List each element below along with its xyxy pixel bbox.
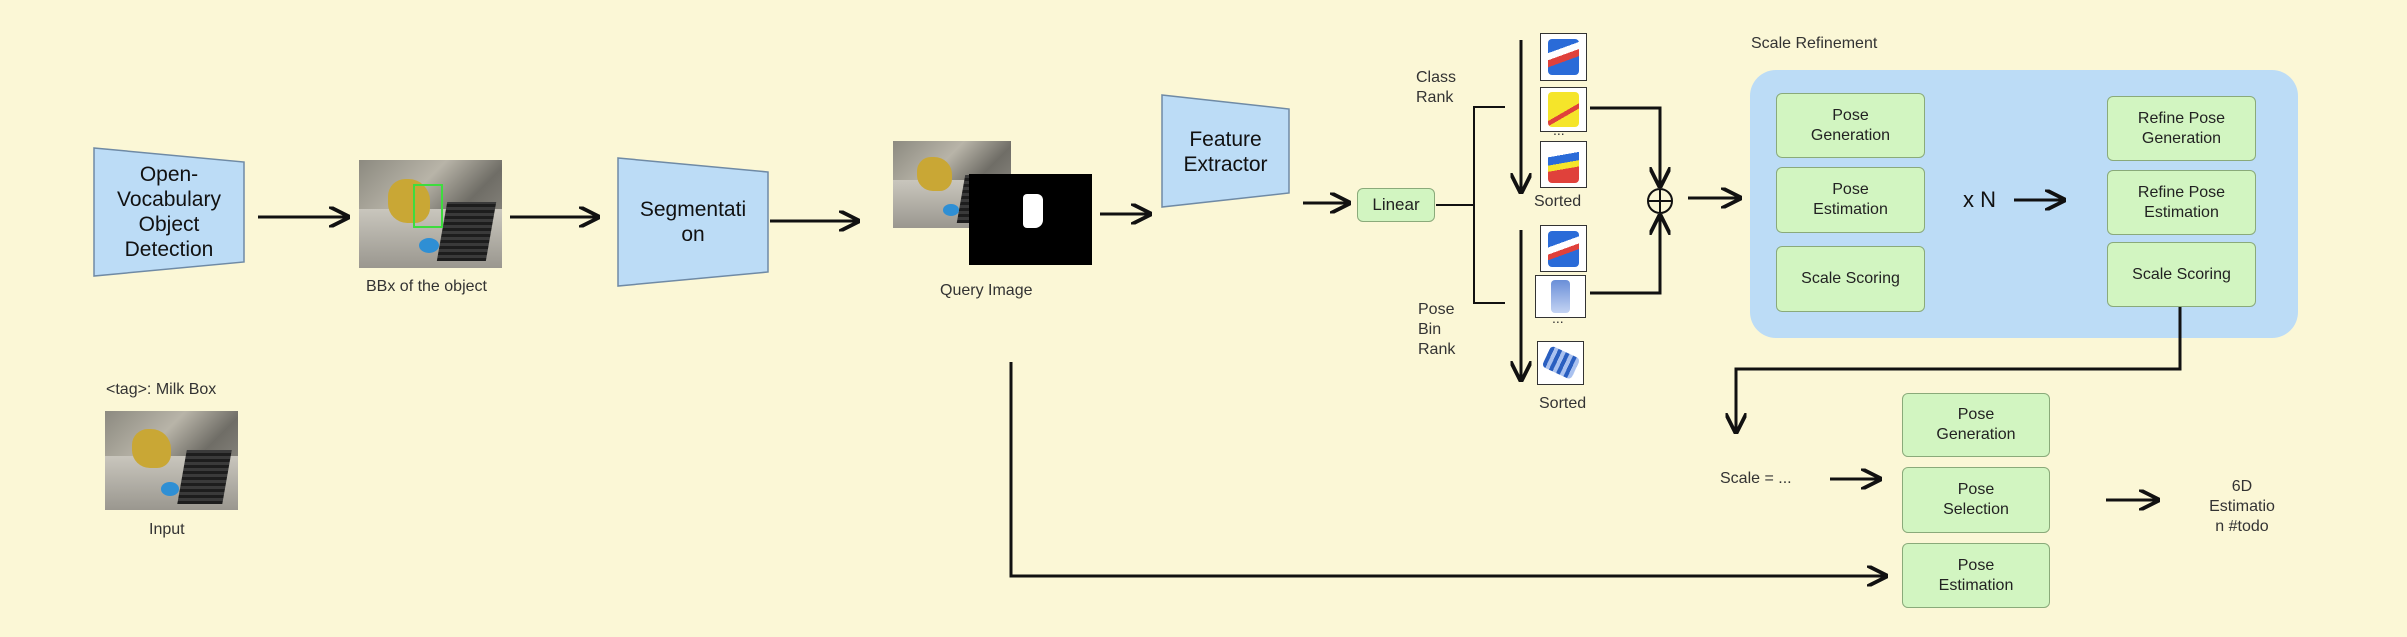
scale-refinement-title: Scale Refinement <box>1751 35 1878 52</box>
refine-left-scale-scoring: Scale Scoring <box>1776 246 1925 312</box>
feature-extractor-shape <box>1161 94 1290 208</box>
times-n-label: x N <box>1963 187 1996 212</box>
rank-bracket <box>1473 106 1505 304</box>
linear-box: Linear <box>1357 188 1435 222</box>
input-caption: Input <box>149 521 185 538</box>
arrow-refine-to-scale <box>1736 307 2182 432</box>
feature-extractor-label: Feature Extractor <box>1183 127 1268 176</box>
query-caption: Query Image <box>940 282 1033 299</box>
refine-right-pose-estimation: Refine Pose Estimation <box>2107 170 2256 235</box>
segmentation-label: Segmentati on <box>639 197 747 246</box>
class-thumb-3 <box>1540 141 1587 188</box>
bottom-pose-generation: Pose Generation <box>1902 393 2050 457</box>
refine-right-scale-scoring: Scale Scoring <box>2107 242 2256 307</box>
bottom-pose-selection: Pose Selection <box>1902 467 2050 533</box>
refine-left-pose-estimation: Pose Estimation <box>1776 167 1925 233</box>
sorted-top-label: Sorted <box>1534 193 1582 210</box>
bbx-image <box>359 160 502 268</box>
pose-thumb-3 <box>1537 341 1584 385</box>
refine-right-pose-generation: Refine Pose Generation <box>2107 96 2256 161</box>
segmentation-shape <box>617 157 769 287</box>
refine-left-pose-generation: Pose Generation <box>1776 93 1925 158</box>
scale-equation: Scale = ... <box>1720 470 1792 487</box>
pose-bin-rank-label: Pose Bin Rank <box>1418 301 1456 358</box>
query-mask <box>969 174 1092 265</box>
bounding-box <box>413 184 443 228</box>
output-6d-estimation: 6D Estimatio n #todo <box>2209 478 2275 535</box>
class-thumb-2 <box>1540 87 1587 132</box>
pose-thumb-2 <box>1535 275 1586 318</box>
tag-label: <tag>: Milk Box <box>106 381 217 398</box>
arrow-query-to-estimation <box>1009 362 1886 576</box>
arrow-pose-to-sum <box>1590 216 1660 295</box>
bottom-pose-estimation: Pose Estimation <box>1902 543 2050 608</box>
bbx-caption: BBx of the object <box>366 278 487 295</box>
detector-label: Open- Vocabulary Object Detection <box>117 162 221 262</box>
sum-symbol <box>1647 188 1673 214</box>
arrow-class-to-sum <box>1590 106 1660 186</box>
class-thumb-1 <box>1540 33 1587 81</box>
detector-shape <box>93 147 245 277</box>
pose-ellipsis: ... <box>1552 310 1564 326</box>
sorted-bottom-label: Sorted <box>1539 395 1587 412</box>
class-ellipsis: ... <box>1553 122 1565 138</box>
class-rank-label: Class Rank <box>1416 69 1457 106</box>
input-image <box>105 411 238 510</box>
pose-thumb-1 <box>1540 225 1587 272</box>
